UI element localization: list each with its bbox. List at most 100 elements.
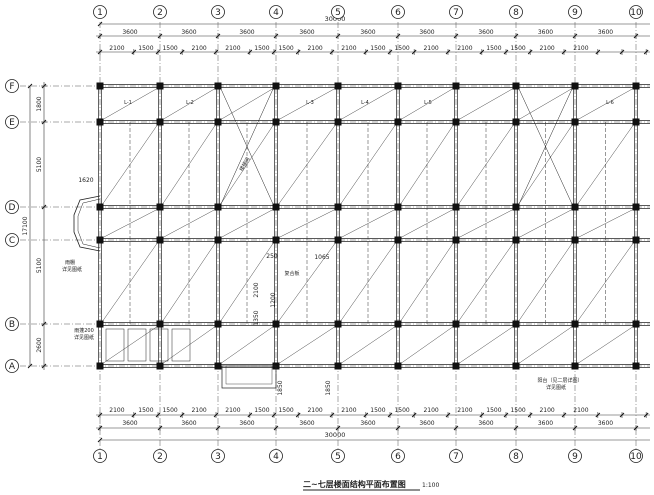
slab-diagonal bbox=[277, 87, 337, 121]
top-sub-dim-slash bbox=[155, 49, 161, 55]
structural-column bbox=[394, 362, 402, 370]
structural-column bbox=[512, 118, 520, 126]
bottom-axis-bubble-circle bbox=[93, 449, 107, 463]
top-sub-dim-label: 1500 bbox=[162, 45, 177, 52]
structural-column bbox=[214, 203, 222, 211]
slab-diagonal bbox=[101, 208, 159, 239]
bottom-axis-bubble-circle bbox=[269, 449, 283, 463]
left-total-label: 17100 bbox=[22, 216, 29, 235]
structural-column bbox=[512, 320, 520, 328]
slab-label: L-2 bbox=[186, 100, 194, 106]
structural-column bbox=[334, 82, 342, 90]
structural-column bbox=[571, 118, 579, 126]
top-sub-dim-slash bbox=[503, 49, 509, 55]
bottom-bay-dim-label: 3600 bbox=[239, 420, 254, 427]
structural-column bbox=[334, 236, 342, 244]
bottom-note-2: 详见图纸 bbox=[74, 334, 94, 341]
bottom-sub-dim-slash bbox=[643, 412, 649, 418]
bottom-axis-bubble-label: 4 bbox=[273, 452, 279, 462]
structural-column bbox=[96, 203, 104, 211]
left-axis-bubble-circle bbox=[5, 200, 19, 214]
structural-column bbox=[96, 118, 104, 126]
drawing-title: 二~七层楼面结构平面布置图 bbox=[303, 479, 406, 489]
bottom-sub-dim-label: 2100 bbox=[307, 407, 322, 414]
top-axis-bubble: 8 bbox=[509, 5, 523, 19]
top-sub-dim-slash bbox=[295, 49, 301, 55]
structural-column bbox=[214, 320, 222, 328]
bottom-sub-dim-slash bbox=[595, 412, 601, 418]
top-axis-bubble-label: 6 bbox=[395, 8, 401, 18]
structural-column bbox=[452, 362, 460, 370]
stair-opening-cross bbox=[518, 88, 573, 205]
left-axis-bubble: E bbox=[5, 115, 19, 129]
bottom-sub-dim-slash bbox=[295, 412, 301, 418]
structural-column bbox=[394, 203, 402, 211]
slab-label: L-3 bbox=[306, 100, 314, 106]
bottom-axis-bubble-circle bbox=[629, 449, 643, 463]
slab-diagonal bbox=[457, 208, 515, 239]
bottom-axis-bubble-circle bbox=[153, 449, 167, 463]
top-bay-dim-label: 3600 bbox=[122, 29, 137, 36]
bottom-sub-dim-label: 2100 bbox=[225, 407, 240, 414]
top-bay-dim-label: 3600 bbox=[239, 29, 254, 36]
slab-diagonal bbox=[161, 208, 217, 239]
top-axis-bubble: 2 bbox=[153, 5, 167, 19]
slab-diagonal bbox=[339, 123, 397, 206]
left-axis-bubble-label: A bbox=[9, 362, 16, 372]
bottom-axis-bubble-label: 5 bbox=[335, 452, 341, 462]
bottom-sub-dim-label: 1500 bbox=[510, 407, 525, 414]
left-axis-bubble-circle bbox=[5, 359, 19, 373]
bottom-axis-bubble-circle bbox=[449, 449, 463, 463]
slab-diagonal bbox=[219, 123, 275, 206]
structural-column bbox=[394, 236, 402, 244]
top-sub-dim-label: 2100 bbox=[307, 45, 322, 52]
top-sub-dim-label: 1500 bbox=[254, 45, 269, 52]
slab-diagonal bbox=[517, 325, 574, 365]
top-sub-dim-slash bbox=[271, 49, 277, 55]
structural-column bbox=[272, 320, 280, 328]
slab-diagonal bbox=[576, 123, 635, 206]
structural-column bbox=[156, 118, 164, 126]
slab-diagonal bbox=[161, 325, 217, 365]
left-total-slash bbox=[27, 363, 33, 369]
top-sub-dim-slash bbox=[619, 49, 625, 55]
mid-dim-5: 1065 bbox=[314, 254, 329, 261]
slab-label: L-4 bbox=[361, 100, 369, 106]
structural-column bbox=[394, 82, 402, 90]
bottom-axis-bubble: 8 bbox=[509, 449, 523, 463]
structural-column bbox=[632, 203, 640, 211]
bottom-bay-dim-slash bbox=[273, 425, 279, 431]
top-sub-dim-label: 1500 bbox=[370, 45, 385, 52]
top-axis-bubble-label: 3 bbox=[215, 8, 221, 18]
bottom-bay-dim-label: 3600 bbox=[360, 420, 375, 427]
structural-column bbox=[571, 236, 579, 244]
bottom-sub-dim-label: 1500 bbox=[162, 407, 177, 414]
left-axis-bubble: F bbox=[5, 79, 19, 93]
top-sub-dim-slash bbox=[527, 49, 533, 55]
top-sub-dim-label: 2100 bbox=[457, 45, 472, 52]
slab-diagonal bbox=[101, 87, 159, 121]
left-axis-bubble: A bbox=[5, 359, 19, 373]
top-sub-dim-slash bbox=[643, 49, 649, 55]
mid-dim-6: 1850 bbox=[277, 380, 284, 395]
top-axis-bubble-circle bbox=[629, 5, 643, 19]
slab-diagonal bbox=[517, 208, 574, 239]
slab-diagonal bbox=[161, 241, 217, 323]
slab-diagonal bbox=[277, 325, 337, 365]
mid-dim-2: 2100 bbox=[253, 282, 260, 297]
bottom-bay-dim-slash bbox=[395, 425, 401, 431]
plan-body bbox=[73, 82, 650, 389]
left-axis-bubble-label: F bbox=[9, 82, 14, 92]
structural-column bbox=[96, 362, 104, 370]
left-axis-bubble-label: B bbox=[9, 320, 15, 330]
top-sub-dim-label: 1500 bbox=[394, 45, 409, 52]
left-seg-label: 2600 bbox=[36, 337, 43, 352]
drawing-title-block: 二~七层楼面结构平面布置图 1:100 bbox=[303, 479, 439, 491]
top-axis-bubble-circle bbox=[269, 5, 283, 19]
structural-column bbox=[272, 118, 280, 126]
bottom-sub-dim-label: 2100 bbox=[573, 407, 588, 414]
bottom-axis-bubble-label: 1 bbox=[97, 452, 103, 462]
